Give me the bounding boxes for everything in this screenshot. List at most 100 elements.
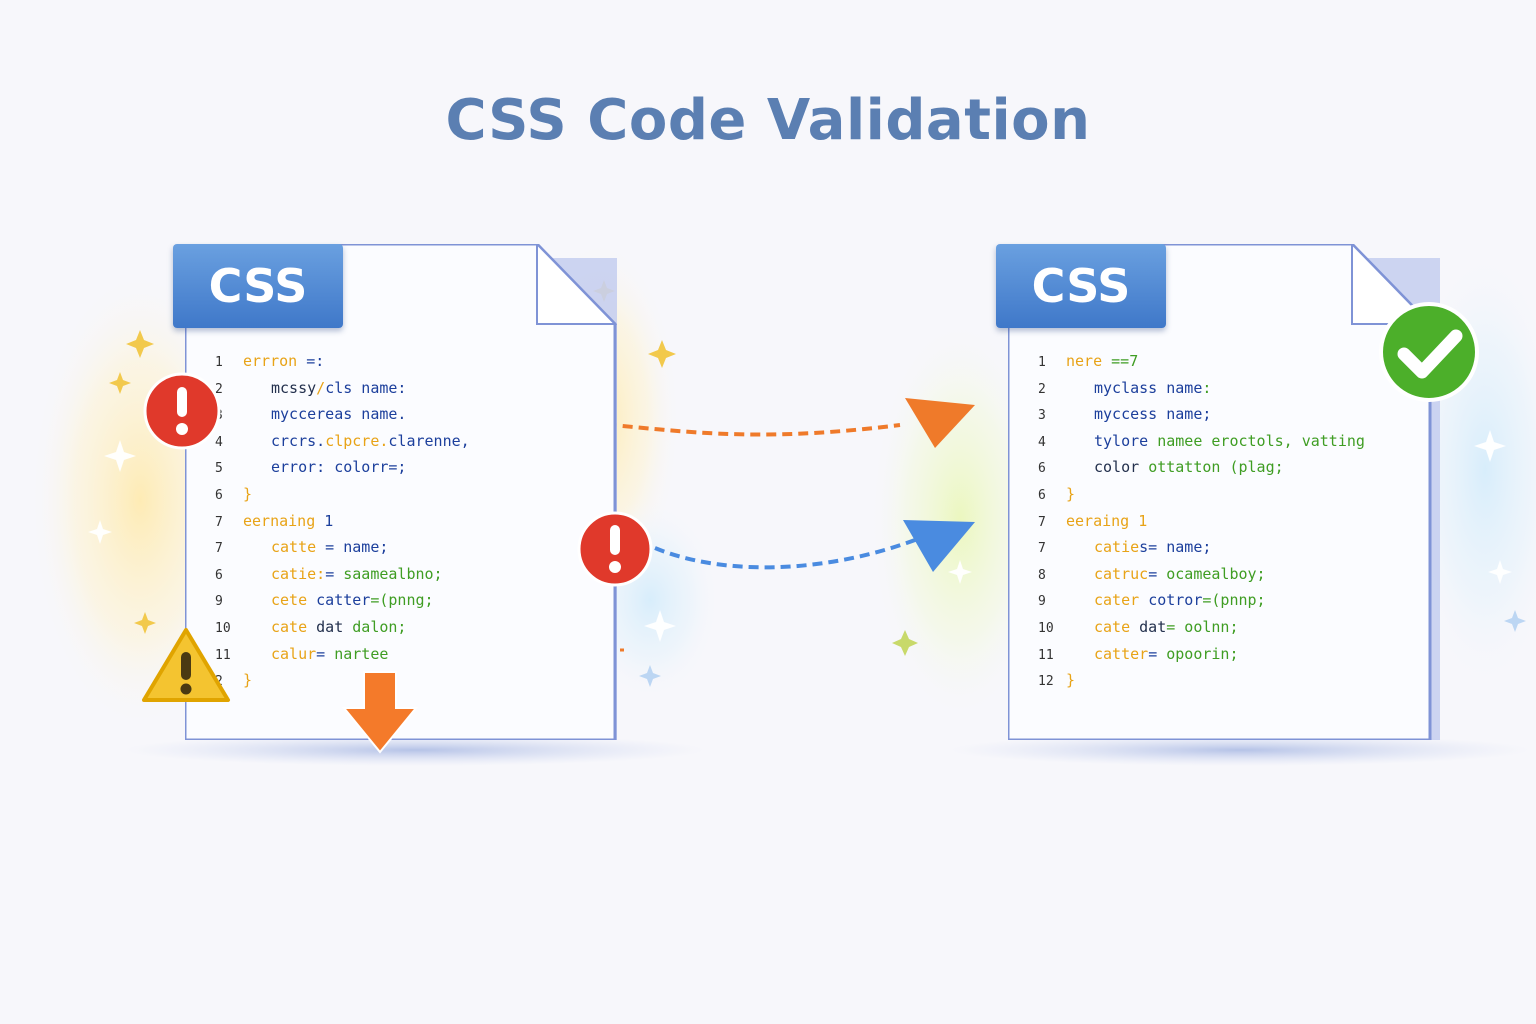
code-line: 6} [1038,481,1428,508]
code-token: = oolnn; [1166,617,1239,636]
error-icon [577,511,653,587]
line-number: 7 [1038,514,1046,530]
code-token: 1 [324,511,334,530]
code-token: / [316,378,326,397]
line-number: 9 [1038,594,1046,610]
code-token: ottatton (plag; [1148,458,1284,477]
line-number: 6 [215,487,223,503]
sparkles-white [88,430,1512,642]
line-number: 3 [1038,408,1046,424]
line-number: 7 [1038,541,1046,557]
code-token: cate [1094,617,1140,636]
code-token: = [316,538,344,557]
line-number: 2 [215,381,223,397]
glow-right-inner [870,320,1050,720]
line-number: 6 [215,567,223,583]
code-token: =: [306,352,325,370]
line-number: 7 [215,541,223,557]
code-token: } [1066,484,1076,503]
code-token: cete [271,591,317,610]
connector-fix-line [654,538,916,570]
line-number: 6 [1038,487,1046,503]
warning-icon [142,628,230,702]
line-number: 12 [1038,674,1054,690]
code-token: colorr=; [334,458,407,477]
css-badge: CSS [173,244,343,328]
document-page [1008,244,1440,740]
code-line: 4 crcrs.clpcre.clarenne, [215,428,605,455]
code-token: } [1066,671,1076,690]
code-token: eernaing [243,511,325,530]
code-line: 9 cete catter=(pnng; [215,587,605,614]
code-token: } [243,671,253,690]
error-icon [143,372,221,450]
code-token: saamealbno; [343,564,443,583]
code-token: catter [1094,644,1149,663]
code-line: 3myccereas name. [215,401,605,428]
line-number: 10 [215,620,231,636]
code-token: catter [316,591,371,610]
code-token: = [1148,644,1167,663]
code-token: nere [1066,352,1112,370]
code-token: cotror [1148,591,1203,610]
arrowhead-blue [903,520,975,572]
code-token: dat [316,617,353,636]
code-token: clarenne, [388,431,470,450]
code-token: error: [271,458,335,477]
code-token: namee eroctols, vatting [1157,431,1365,450]
code-token: myclass [1094,378,1167,397]
code-token: dat [1139,617,1167,636]
code-token: myccess name; [1094,405,1212,424]
code-token: clpcre. [325,431,389,450]
line-number: 4 [215,434,223,450]
line-number: 11 [215,647,231,663]
line-number: 1 [215,355,223,370]
line-number: 11 [1038,647,1054,663]
code-token: 1 [1138,511,1148,530]
code-token: myccereas name. [271,405,407,424]
line-number: 7 [215,514,223,530]
css-badge: CSS [996,244,1166,328]
code-line: 7 eernaing 1 [215,508,605,535]
code-token: = [325,564,344,583]
code-token: catie: [271,564,326,583]
document-page [185,244,617,740]
line-number: 8 [1038,567,1046,583]
line-number: 2 [1038,381,1046,397]
code-token: ==7 [1111,352,1139,370]
code-token: =(pnnp; [1202,591,1266,610]
code-token: ocamealboy; [1166,564,1266,583]
code-token: catruc [1094,564,1149,583]
code-token: nartee [334,644,389,663]
code-token: mcssy [271,378,317,397]
checkmark-icon [1379,302,1479,402]
code-token: cater [1094,591,1149,610]
code-token: crcrs. [271,431,326,450]
sparkles-blue [639,610,1526,687]
code-token: color [1094,458,1149,477]
code-token: errron [243,352,307,370]
code-token: catte [271,538,317,557]
code-token: =(pnng; [370,591,434,610]
page-title: CSS Code Validation [445,88,1091,153]
code-token: } [243,484,253,503]
code-token: = [316,644,335,663]
code-token: s= [1139,538,1167,557]
code-token: tylore [1094,431,1158,450]
code-token: cate [271,617,317,636]
code-line: 12} [1038,667,1428,694]
line-number: 9 [215,594,223,610]
code-token: eeraing [1066,511,1139,530]
